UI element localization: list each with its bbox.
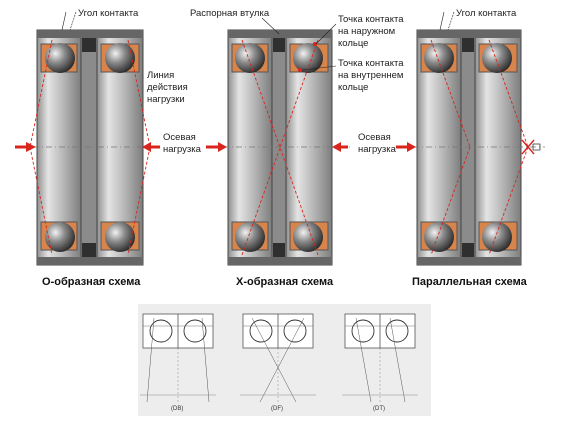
label-db: (DB) xyxy=(171,406,183,412)
ball xyxy=(293,222,323,252)
label-inner-contact: на внутреннем xyxy=(338,70,403,81)
axial-arrow-left-head xyxy=(26,142,36,152)
angle-marker xyxy=(447,11,455,31)
angle-marker xyxy=(61,11,67,31)
load-line xyxy=(259,317,305,403)
diagram-o: Угол контакта Линия действия нагрузки Ос… xyxy=(15,8,202,288)
label-axial: нагрузка xyxy=(163,144,202,155)
small-diagram-db: (DB) xyxy=(140,313,216,412)
ball-outline xyxy=(183,319,207,343)
top-band xyxy=(417,30,521,38)
label-dt: (DT) xyxy=(373,406,385,412)
label-load-line: нагрузки xyxy=(147,94,185,105)
ball xyxy=(293,43,323,73)
bottom-band xyxy=(228,257,332,265)
no-load-marker xyxy=(521,139,535,155)
diagram-parallel: Угол контакта Параллельная схема xyxy=(396,8,545,288)
diagram-x: Распорная втулка Точка контакта на наруж… xyxy=(190,8,404,288)
load-line xyxy=(251,317,297,403)
ball-outline xyxy=(249,319,273,343)
ball xyxy=(482,222,512,252)
label-inner-contact: Точка контакта xyxy=(338,58,404,69)
contact-line xyxy=(430,39,471,148)
load-line xyxy=(201,317,210,403)
leader-line xyxy=(301,65,337,71)
ball xyxy=(105,222,135,252)
inner-contact-point xyxy=(298,68,302,72)
ball-outline xyxy=(351,319,375,343)
spacer xyxy=(271,29,287,266)
ball xyxy=(424,222,454,252)
contact-line xyxy=(488,146,529,256)
outer-contact-point xyxy=(313,42,317,46)
label-df: (DF) xyxy=(271,406,283,412)
top-band xyxy=(37,30,143,38)
angle-marker xyxy=(439,11,445,31)
axial-arrow-right-head xyxy=(332,142,341,152)
bottom-band xyxy=(417,257,521,265)
small-diagram-df: (DF) xyxy=(240,313,316,412)
contact-line xyxy=(241,39,319,256)
label-load-line: действия xyxy=(147,82,188,93)
axial-arrow-right-head xyxy=(142,142,151,152)
label-spacer: Распорная втулка xyxy=(190,8,270,19)
caption: Параллельная схема xyxy=(412,276,528,288)
ball xyxy=(45,43,75,73)
ball xyxy=(45,222,75,252)
leader-line xyxy=(315,23,337,45)
load-line xyxy=(355,317,372,403)
contact-line xyxy=(29,146,53,256)
label-contact-angle: Угол контакта xyxy=(78,8,139,19)
ball xyxy=(424,43,454,73)
axial-arrow-left-head xyxy=(407,142,416,152)
ball xyxy=(235,222,265,252)
spacer xyxy=(80,29,98,266)
ball-outline xyxy=(283,319,307,343)
label-inner-contact: кольце xyxy=(338,82,368,93)
contact-line xyxy=(241,39,319,256)
angle-marker xyxy=(69,11,77,31)
label-axial: Осевая xyxy=(358,132,391,143)
contact-line xyxy=(127,39,151,148)
small-diagram-dt: (DT) xyxy=(342,313,418,412)
leader-line xyxy=(261,17,280,35)
contact-line xyxy=(430,146,471,256)
label-contact-angle: Угол контакта xyxy=(456,8,517,19)
contact-line xyxy=(488,39,529,148)
small-diagrams-panel: (DB) (DF) (DT) xyxy=(138,304,431,416)
caption: Х-образная схема xyxy=(236,276,334,288)
label-axial: нагрузка xyxy=(358,144,397,155)
no-load-marker-box xyxy=(532,143,541,151)
contact-line xyxy=(29,39,53,148)
load-line xyxy=(389,317,406,403)
ball-outline xyxy=(385,319,409,343)
label-axial: Осевая xyxy=(163,132,196,143)
label-outer-contact: на наружном xyxy=(338,26,395,37)
top-band xyxy=(228,30,332,38)
label-load-line: Линия xyxy=(147,70,174,81)
label-outer-contact: кольце xyxy=(338,38,368,49)
axial-arrow-left-head xyxy=(218,142,227,152)
contact-line xyxy=(127,146,151,256)
ball xyxy=(105,43,135,73)
caption: О-образная схема xyxy=(42,276,141,288)
ball-outline xyxy=(149,319,173,343)
load-line xyxy=(146,317,155,403)
bottom-band xyxy=(37,257,143,265)
label-outer-contact: Точка контакта xyxy=(338,14,404,25)
ball xyxy=(235,43,265,73)
spacer xyxy=(460,29,476,266)
ball xyxy=(482,43,512,73)
